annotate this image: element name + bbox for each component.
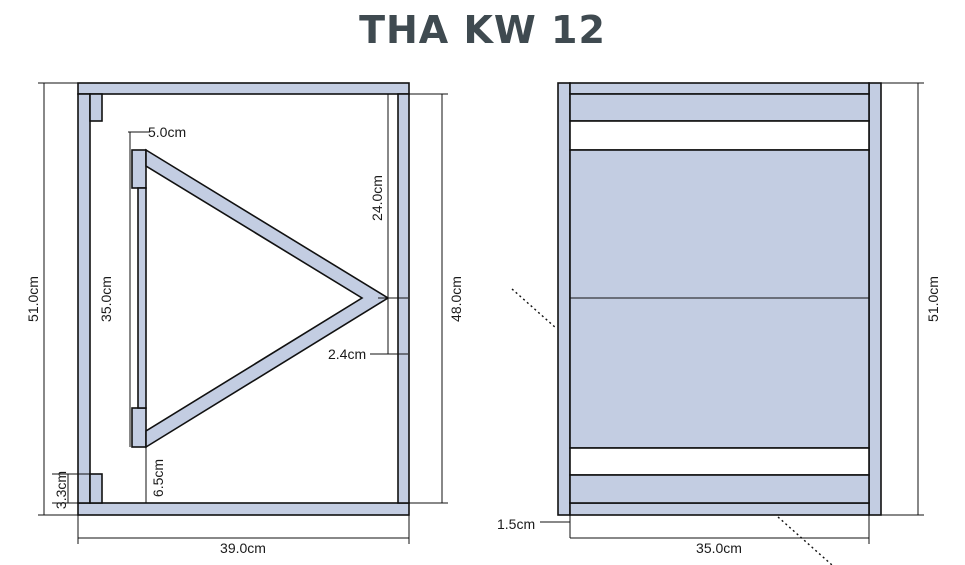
- side-height-label: 51.0cm: [25, 276, 41, 322]
- gap-label: 5.0cm: [148, 124, 186, 140]
- upper-strip: [569, 93, 870, 122]
- foot-block: [89, 473, 103, 504]
- lower-opening: [569, 447, 870, 476]
- front-width-label: 35.0cm: [696, 540, 742, 556]
- horn-half-label: 24.0cm: [369, 175, 385, 221]
- page-title: THA KW 12: [359, 8, 606, 52]
- inner-height-label: 48.0cm: [448, 276, 464, 322]
- top-panel: [77, 82, 410, 95]
- dotted-indicator-left: [511, 288, 557, 329]
- bottom-panel: [77, 502, 410, 516]
- left-side-panel: [557, 82, 571, 516]
- upper-opening: [569, 120, 870, 151]
- side-view: 51.0cm 48.0cm 24.0cm 2.4cm 5.0cm 35.0cm …: [25, 82, 464, 556]
- lower-rail: [131, 407, 147, 448]
- front-top-panel: [569, 82, 870, 95]
- front-bottom-panel: [569, 502, 870, 516]
- front-height-label: 51.0cm: [925, 276, 941, 322]
- horn-height-label: 35.0cm: [98, 276, 114, 322]
- side-width-label: 39.0cm: [220, 540, 266, 556]
- right-side-panel: [868, 82, 882, 516]
- center-baffle: [569, 149, 870, 449]
- tip-label: 2.4cm: [328, 346, 366, 362]
- upper-rail: [131, 149, 147, 189]
- horn-triangle: [145, 148, 390, 449]
- back-panel: [77, 93, 91, 504]
- baffle-strip: [137, 187, 147, 409]
- top-block: [89, 93, 103, 122]
- panel-thickness-label: 1.5cm: [497, 516, 535, 532]
- lower-strip: [569, 474, 870, 504]
- dotted-indicator-bottom: [777, 516, 833, 565]
- offset-label: 6.5cm: [150, 459, 166, 497]
- foot-label: 3.3cm: [53, 471, 69, 509]
- front-view: 51.0cm 1.5cm 35.0cm: [497, 82, 941, 565]
